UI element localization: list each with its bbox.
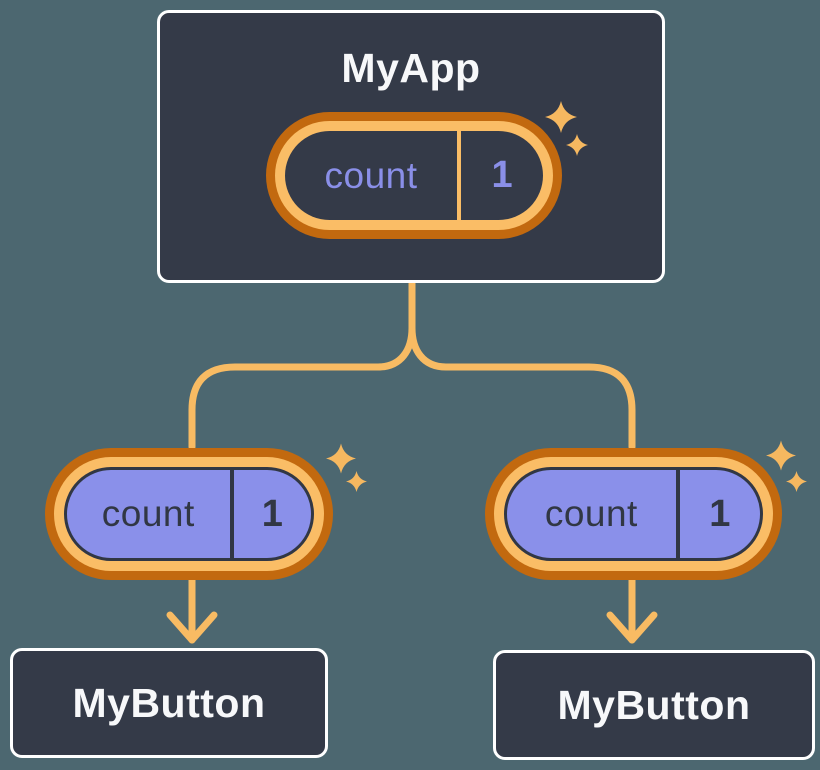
state-pill-mybutton-left: count 1 — [45, 448, 333, 580]
sparkle-large-icon — [326, 443, 356, 474]
component-box-mybutton-left: MyButton — [10, 648, 328, 758]
state-pill-divider — [457, 131, 462, 220]
state-name-label: count — [324, 154, 418, 196]
component-box-mybutton-right: MyButton — [493, 650, 815, 760]
state-pill-core: count 1 — [504, 467, 763, 561]
state-value-segment: 1 — [461, 131, 543, 220]
state-pill-core: count 1 — [64, 467, 314, 561]
state-pill-mybutton-right: count 1 — [485, 448, 782, 580]
state-name-segment: count — [507, 470, 676, 558]
component-title-mybutton-right: MyButton — [557, 681, 751, 728]
sparkle-small-icon — [786, 471, 807, 492]
sparkle-small-icon — [566, 134, 588, 156]
arrow-left-head — [166, 611, 218, 644]
state-name-label: count — [101, 493, 195, 534]
state-pill-divider — [229, 470, 234, 558]
state-pill-inner-ring: count 1 — [275, 121, 553, 230]
state-pill-divider — [675, 470, 680, 558]
state-pill-inner-ring: count 1 — [494, 457, 773, 571]
sparkle-large-icon — [545, 101, 577, 133]
arrow-right-head — [606, 611, 658, 644]
state-pill-inner-ring: count 1 — [54, 457, 324, 571]
component-title-mybutton-left: MyButton — [72, 679, 266, 726]
state-value-segment: 1 — [234, 470, 311, 558]
component-title-myapp: MyApp — [341, 45, 481, 91]
state-name-segment: count — [285, 131, 457, 220]
sparkle-small-icon — [346, 471, 367, 492]
sparkle-large-icon — [766, 440, 796, 471]
state-pill-myapp: count 1 — [266, 112, 562, 239]
state-pill-core: count 1 — [285, 131, 543, 220]
state-name-label: count — [544, 493, 638, 534]
state-value-label: 1 — [491, 154, 513, 196]
branch-left-line — [188, 280, 416, 451]
state-value-label: 1 — [709, 492, 731, 535]
state-value-label: 1 — [261, 492, 283, 535]
state-name-segment: count — [67, 470, 230, 558]
branch-right-line — [408, 280, 636, 451]
state-value-segment: 1 — [680, 470, 760, 558]
